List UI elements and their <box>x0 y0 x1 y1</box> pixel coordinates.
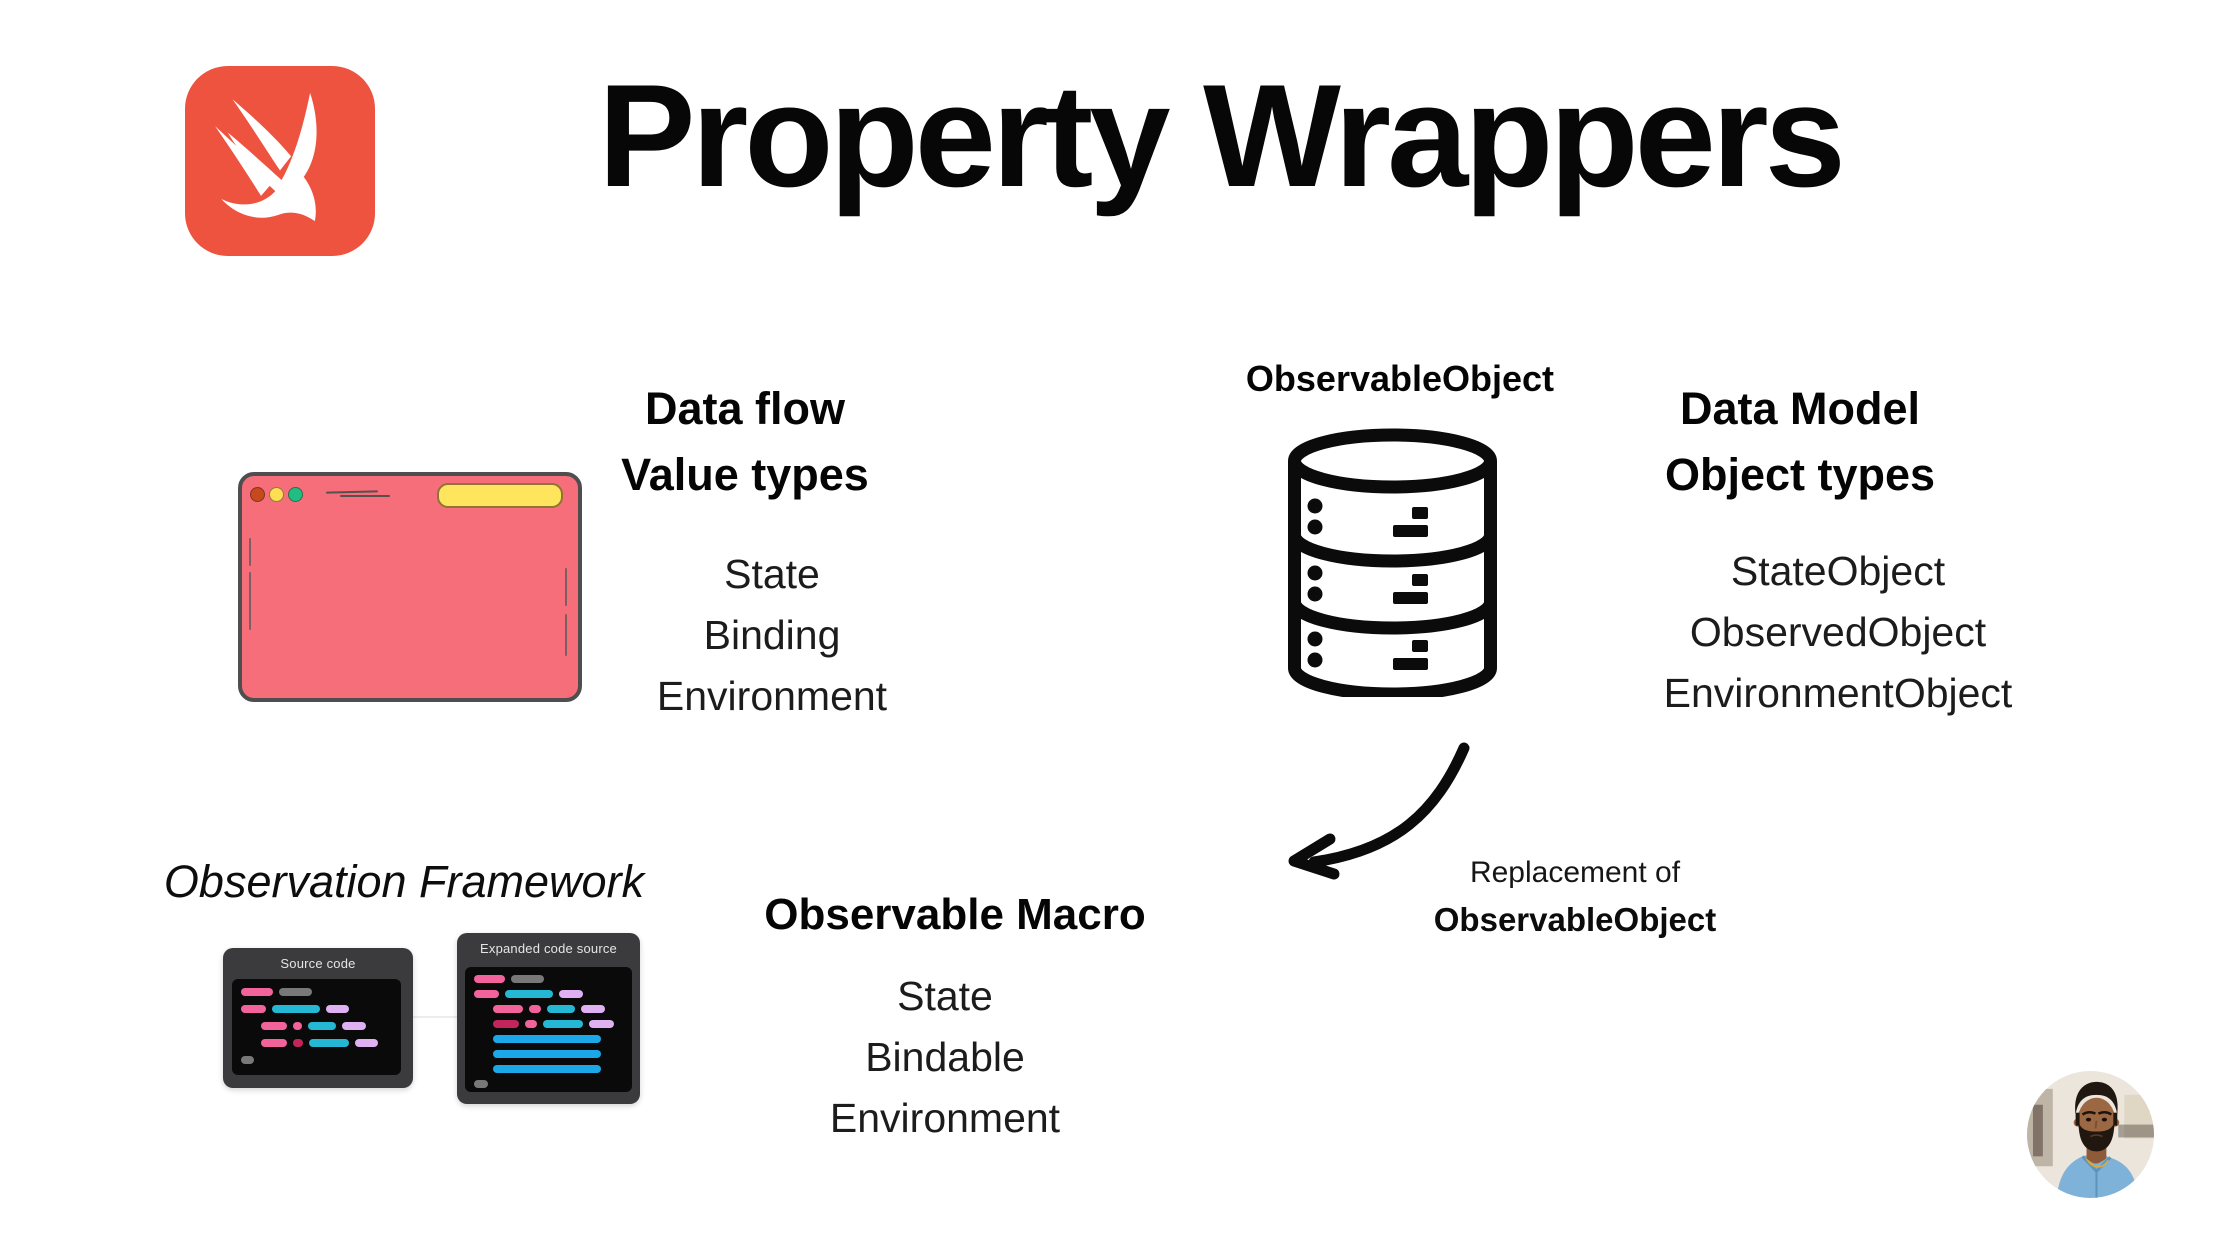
code-token-bar <box>241 988 273 996</box>
source-code-card: Source code <box>223 948 413 1088</box>
code-token-bar <box>474 990 499 998</box>
slide-title: Property Wrappers <box>598 54 1846 217</box>
code-token-bar <box>261 1022 287 1030</box>
expanded-code-panel <box>465 967 632 1092</box>
value-types-heading-line1: Data flow <box>644 383 846 434</box>
code-token-bar <box>543 1020 583 1028</box>
browser-window-illustration <box>238 472 582 702</box>
card-connector-line <box>413 1016 457 1018</box>
list-item: State <box>724 551 820 597</box>
code-line <box>493 1050 632 1058</box>
window-dash-line <box>325 490 379 494</box>
code-line <box>241 988 401 996</box>
code-token-bar <box>493 1005 523 1013</box>
author-avatar <box>2027 1071 2154 1198</box>
list-item: StateObject <box>1730 548 1946 594</box>
source-code-panel <box>232 979 401 1075</box>
list-item: EnvironmentObject <box>1663 670 2013 716</box>
code-token-bar <box>525 1020 537 1028</box>
window-accent-line <box>249 538 251 566</box>
object-types-heading: Data Model Object types <box>1600 376 2000 508</box>
code-line <box>493 1020 632 1028</box>
code-token-bar <box>505 990 553 998</box>
source-code-card-title: Source code <box>280 956 356 971</box>
code-token-bar <box>493 1065 601 1073</box>
observable-macro-heading: Observable Macro <box>764 890 1146 939</box>
code-line <box>474 990 632 998</box>
code-token-bar <box>474 975 505 983</box>
code-token-bar <box>293 1039 303 1047</box>
window-zoom-dot <box>288 487 303 502</box>
code-token-bar <box>241 1056 254 1064</box>
code-line <box>493 1065 632 1073</box>
window-minimize-dot <box>269 487 284 502</box>
code-token-bar <box>559 990 583 998</box>
expanded-code-card: Expanded code source <box>457 933 640 1104</box>
curved-arrow-icon <box>1284 740 1479 892</box>
observable-object-label: ObservableObject <box>1245 358 1555 399</box>
code-line <box>474 975 632 983</box>
code-line <box>261 1022 401 1030</box>
object-types-heading-line1: Data Model <box>1679 383 1921 434</box>
window-accent-line <box>565 568 567 606</box>
code-token-bar <box>493 1050 601 1058</box>
window-accent-line <box>249 572 251 630</box>
code-token-bar <box>493 1020 519 1028</box>
list-item: ObservedObject <box>1689 609 1987 655</box>
code-token-bar <box>241 1005 266 1013</box>
code-token-bar <box>511 975 544 983</box>
code-token-bar <box>293 1022 302 1030</box>
code-token-bar <box>279 988 312 996</box>
code-token-bar <box>581 1005 605 1013</box>
code-token-bar <box>261 1039 287 1047</box>
list-item: Environment <box>656 673 888 719</box>
code-token-bar <box>272 1005 320 1013</box>
code-token-bar <box>547 1005 575 1013</box>
list-item: State <box>897 973 993 1019</box>
code-line <box>493 1035 632 1043</box>
code-token-bar <box>326 1005 349 1013</box>
code-line <box>241 1056 401 1064</box>
value-types-heading: Data flow Value types <box>545 376 945 508</box>
code-token-bar <box>589 1020 614 1028</box>
list-item: Binding <box>703 612 841 658</box>
replacement-caption: Replacement of ObservableObject <box>1375 856 1775 939</box>
observation-framework-caption: Observation Framework <box>163 856 645 907</box>
code-token-bar <box>493 1035 601 1043</box>
code-line <box>261 1039 401 1047</box>
code-line <box>493 1005 632 1013</box>
list-item: Bindable <box>865 1034 1025 1080</box>
window-accent-line <box>565 614 567 656</box>
database-icon <box>1287 428 1498 701</box>
code-token-bar <box>355 1039 378 1047</box>
object-types-heading-line2: Object types <box>1664 449 1936 500</box>
expanded-code-card-title: Expanded code source <box>480 941 617 956</box>
code-line <box>474 1080 632 1088</box>
window-dash-line <box>340 495 390 497</box>
code-token-bar <box>529 1005 541 1013</box>
replacement-line1: Replacement of <box>1469 856 1681 889</box>
observable-macro-list: State Bindable Environment <box>745 966 1145 1149</box>
value-types-list: State Binding Environment <box>572 544 972 727</box>
code-token-bar <box>474 1080 488 1088</box>
code-token-bar <box>308 1022 336 1030</box>
code-line <box>241 1005 401 1013</box>
value-types-heading-line2: Value types <box>621 449 869 500</box>
replacement-line2: ObservableObject <box>1433 901 1717 938</box>
window-close-dot <box>250 487 265 502</box>
list-item: Environment <box>829 1095 1061 1141</box>
swift-logo-icon <box>182 66 378 256</box>
address-bar <box>437 483 563 508</box>
object-types-list: StateObject ObservedObject EnvironmentOb… <box>1638 541 2038 724</box>
code-token-bar <box>342 1022 366 1030</box>
code-token-bar <box>309 1039 349 1047</box>
